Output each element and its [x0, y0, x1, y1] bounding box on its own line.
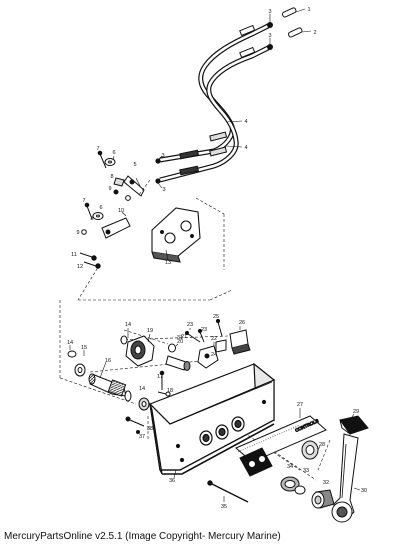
callout-37: 37: [139, 434, 145, 440]
callout-17: 17: [157, 374, 163, 380]
callout-12: 12: [77, 264, 83, 270]
callout-2: 2: [313, 30, 316, 36]
callout-8: 8: [110, 174, 113, 180]
gear-hub: [125, 335, 155, 367]
callout-32: 32: [323, 480, 329, 486]
callout-34: 34: [287, 464, 293, 470]
callout-28: 28: [319, 442, 325, 448]
callout-36: 36: [169, 478, 175, 484]
callout-22: 22: [211, 336, 217, 342]
callout-13: 13: [165, 260, 171, 266]
callout-21: 21: [181, 334, 187, 340]
callout-3: 3: [161, 153, 164, 159]
callout-11: 11: [71, 252, 77, 258]
callout-6: 6: [112, 150, 115, 156]
face-decal: [239, 447, 273, 477]
callout-7: 7: [96, 146, 99, 152]
callout-8: 8: [90, 216, 93, 222]
callout-14: 14: [125, 322, 131, 328]
handle-grip: [339, 415, 369, 435]
callout-30: 30: [361, 488, 367, 494]
callout-35: 35: [221, 504, 227, 510]
callout-15: 15: [81, 345, 87, 351]
callout-1: 1: [307, 7, 310, 13]
callout-5: 5: [133, 162, 136, 168]
callout-38: 38: [147, 426, 153, 432]
washers-left: [67, 350, 86, 377]
control-cable-lower: [159, 44, 272, 183]
set-screws: [157, 370, 171, 397]
housing-screws: [125, 416, 145, 434]
callout-27: 27: [297, 402, 303, 408]
callout-4: 4: [244, 119, 247, 125]
drive-shaft: [88, 373, 132, 402]
callout-14: 14: [139, 386, 145, 392]
control-handle: [331, 433, 359, 523]
leader-lines: [69, 8, 361, 502]
copyright-caption: MercuryPartsOnline v2.5.1 (Image Copyrig…: [4, 531, 281, 542]
callout-16: 16: [105, 358, 111, 364]
callout-7: 7: [82, 198, 85, 204]
cable-terminal-pins: [281, 7, 303, 38]
callout-18: 18: [167, 388, 173, 394]
control-box-housing: [148, 362, 276, 475]
callout-26: 26: [239, 320, 245, 326]
callout-3: 3: [268, 33, 271, 39]
hex-nuts: [155, 22, 273, 184]
long-bolt: [207, 480, 249, 503]
mounting-plate: [151, 207, 201, 263]
callout-20: 20: [177, 339, 183, 345]
callout-3: 3: [268, 9, 271, 15]
callout-29: 29: [353, 409, 359, 415]
callout-19: 19: [147, 328, 153, 334]
callout-14: 14: [67, 340, 73, 346]
callout-24: 24: [211, 352, 217, 358]
callout-31: 31: [177, 335, 183, 341]
callout-6: 6: [99, 205, 102, 211]
callout-33: 33: [303, 468, 309, 474]
neutral-switch: [215, 318, 251, 355]
callout-23: 23: [187, 322, 193, 328]
detent-pin: [165, 343, 191, 371]
callout-9: 9: [76, 230, 79, 236]
callout-10: 10: [118, 208, 124, 214]
callout-labels: 1 2 3 3 3 3 4 4 5 6 6 7 7 8 8 9 9 10 11 …: [67, 7, 367, 510]
bushing: [120, 335, 150, 411]
cable-end-fittings: [179, 24, 256, 176]
callout-9: 9: [108, 186, 111, 192]
callout-3: 3: [162, 187, 165, 193]
shift-bracket-parts: [79, 150, 145, 269]
switch-bracket: [184, 328, 227, 369]
callout-4: 4: [244, 145, 247, 151]
callout-25: 25: [213, 314, 219, 320]
callout-23: 23: [201, 327, 207, 333]
